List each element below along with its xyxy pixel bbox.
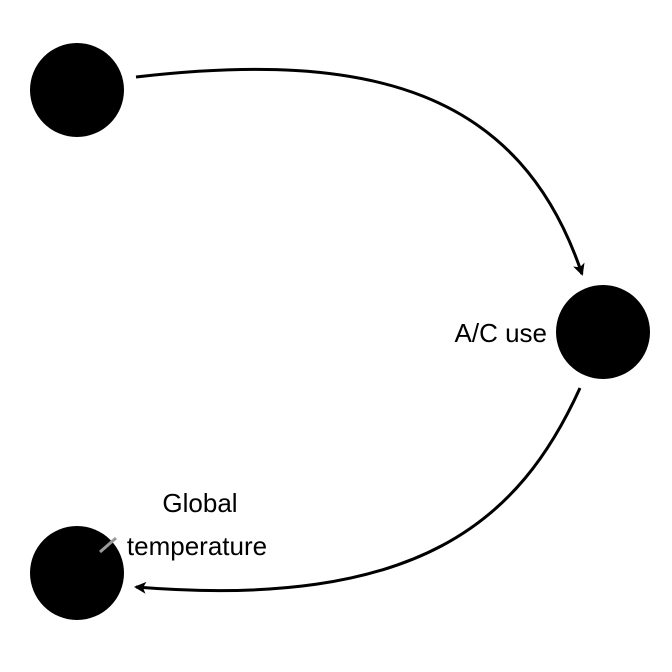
node-ac-use[interactable]: [556, 285, 650, 379]
edge-ac-use-to-global-temperature: [134, 387, 582, 594]
node-top-left[interactable]: [30, 43, 124, 137]
label-global-line1: Global: [162, 488, 237, 518]
label-ac-use: A/C use: [455, 318, 548, 348]
node-global-temperature[interactable]: [30, 526, 124, 620]
tick-mark: [99, 536, 117, 554]
label-global-line2: temperature: [127, 531, 267, 561]
edge-top-left-to-ac-use: [135, 67, 585, 276]
